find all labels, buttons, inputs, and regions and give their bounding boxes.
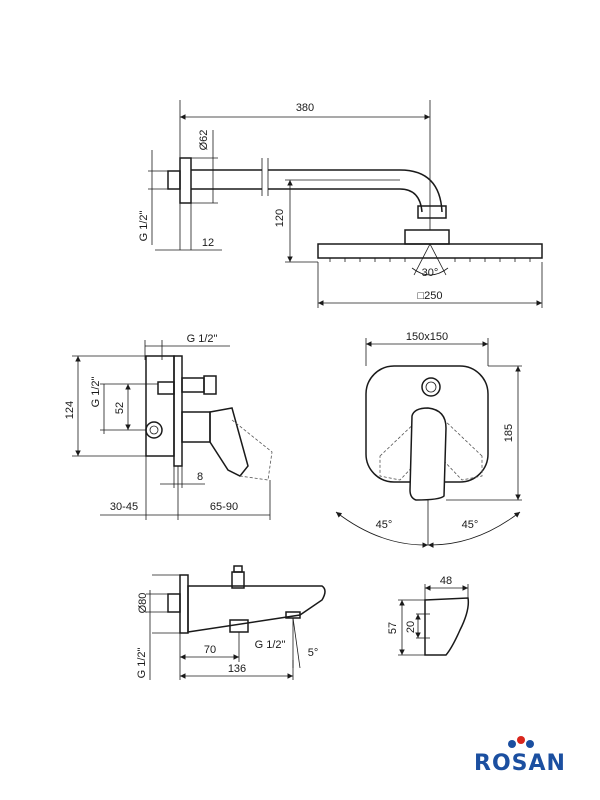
dim-plate: 8 bbox=[197, 471, 203, 483]
dim-outlet-offset: 70 bbox=[204, 644, 216, 656]
rosan-logo: ROSAN bbox=[474, 736, 566, 776]
spout-end-view: 48 57 20 bbox=[387, 575, 470, 656]
dim-projection: 65-90 bbox=[210, 501, 238, 513]
dim-thread: G 1/2" bbox=[138, 211, 150, 242]
dim-spout-angle: 5° bbox=[308, 647, 319, 659]
dim-spout-flange: Ø80 bbox=[137, 593, 149, 614]
dim-thread-vertical: G 1/2" bbox=[90, 377, 102, 408]
mixer-side-view: G 1/2" 124 G 1/2" 52 8 bbox=[64, 333, 273, 520]
dim-outlet-thread: G 1/2" bbox=[255, 639, 286, 651]
dim-drop: 120 bbox=[274, 209, 286, 227]
dim-wall-depth: 30-45 bbox=[110, 501, 138, 513]
dim-flange-dia: Ø62 bbox=[198, 130, 210, 151]
dim-head-size: □250 bbox=[418, 290, 443, 302]
dim-spout-length: 136 bbox=[228, 663, 246, 675]
spout-view: Ø80 G 1/2" 70 G 1/2" 5° 136 bbox=[136, 565, 326, 680]
mixer-front-view: 150x150 185 45° 45° bbox=[335, 331, 522, 548]
logo-dot-blue bbox=[508, 740, 516, 748]
logo-dot-red bbox=[517, 736, 525, 744]
dim-end-height: 57 bbox=[387, 622, 399, 634]
dim-angle-30: 30° bbox=[422, 267, 439, 279]
dim-thread-top: G 1/2" bbox=[187, 333, 218, 345]
dim-mixer-height: 124 bbox=[64, 401, 76, 419]
dim-angle-left: 45° bbox=[376, 519, 393, 531]
dim-inlet-height: 52 bbox=[114, 402, 126, 414]
dim-380: 380 bbox=[296, 102, 314, 114]
dim-spout-thread: G 1/2" bbox=[136, 648, 148, 679]
dim-end-width: 48 bbox=[440, 575, 452, 587]
shower-arm-view: 380 Ø62 G 1/2" bbox=[138, 100, 543, 308]
dim-front-height: 185 bbox=[503, 424, 515, 442]
dim-flange-depth: 12 bbox=[202, 237, 214, 249]
dim-end-inner: 20 bbox=[405, 621, 417, 633]
logo-dot-blue-2 bbox=[526, 740, 534, 748]
dim-plate-size: 150x150 bbox=[406, 331, 448, 343]
brand-name: ROSAN bbox=[474, 751, 566, 776]
dim-angle-right: 45° bbox=[462, 519, 479, 531]
